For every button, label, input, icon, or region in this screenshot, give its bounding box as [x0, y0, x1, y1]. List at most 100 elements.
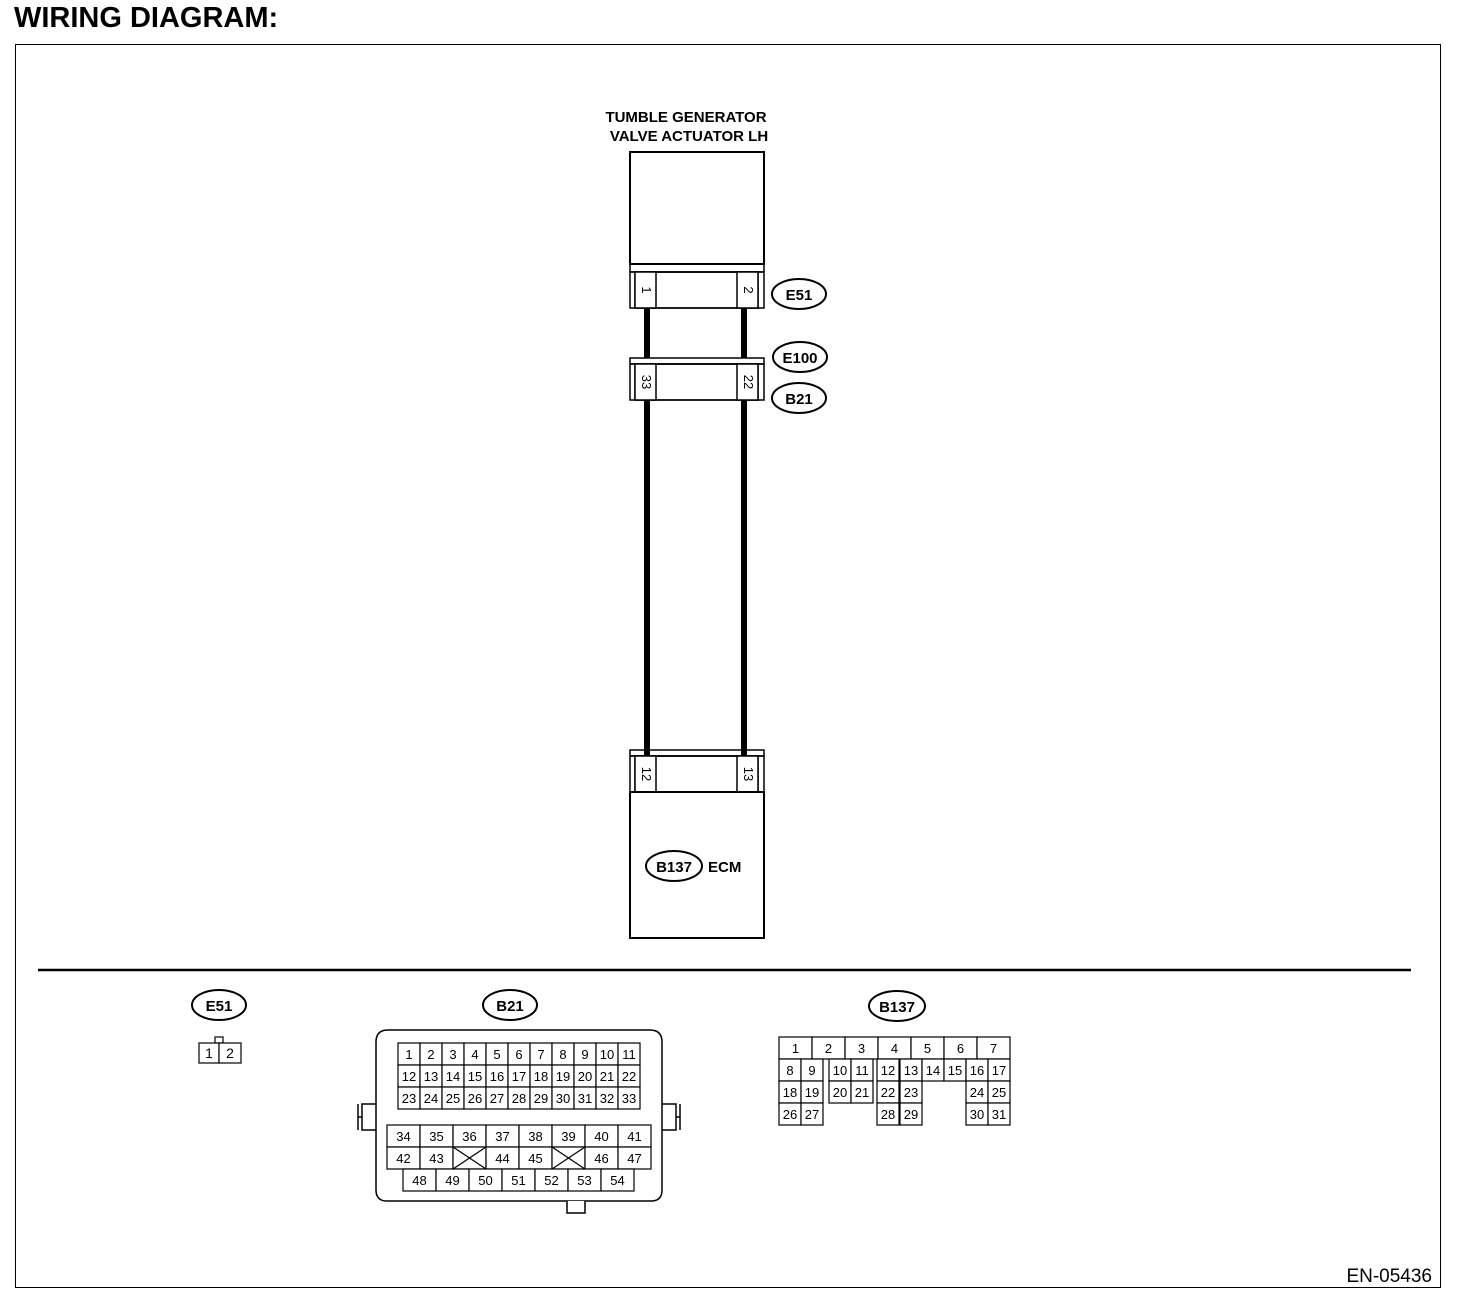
b137-pin-number: 7	[990, 1041, 997, 1056]
b137-pin-cell	[800, 1102, 824, 1126]
b137-badge	[645, 850, 703, 882]
b137-pin-number: 2	[825, 1041, 832, 1056]
b21-pin-left: 33	[639, 375, 654, 389]
b137-pin-number: 24	[970, 1085, 984, 1100]
b21-pin-cell	[617, 1086, 641, 1110]
b21-pin-number: 39	[561, 1129, 575, 1144]
b137-pin-left: 12	[639, 767, 654, 781]
b137-pin-number: 6	[957, 1041, 964, 1056]
b21-pin-number: 24	[424, 1091, 438, 1106]
b21-pin-number: 35	[429, 1129, 443, 1144]
b21-pin-number: 12	[402, 1069, 416, 1084]
b137-pin-number: 5	[924, 1041, 931, 1056]
pinout-e51-pin: 1	[205, 1045, 213, 1061]
e51-pin-left: 1	[639, 286, 654, 293]
b21-pin-number: 1	[405, 1047, 412, 1062]
pinout-e51: E51 1 2	[191, 989, 247, 1064]
document-code: EN-05436	[1346, 1266, 1432, 1287]
b21-pin-cell	[600, 1168, 635, 1192]
b21-pin-number: 42	[396, 1151, 410, 1166]
b137-pin-right: 13	[741, 767, 756, 781]
b21-pin-number: 13	[424, 1069, 438, 1084]
b137-pin-number: 18	[783, 1085, 797, 1100]
b137-pin-number: 15	[948, 1063, 962, 1078]
b21-pin-number: 19	[556, 1069, 570, 1084]
b137-pin-number: 14	[926, 1063, 940, 1078]
b21-pin-number: 36	[462, 1129, 476, 1144]
b137-pin-number: 10	[833, 1063, 847, 1078]
b21-pin-number: 6	[515, 1047, 522, 1062]
b21-pin-number: 2	[427, 1047, 434, 1062]
b21-pin-number: 28	[512, 1091, 526, 1106]
b21-pin-number: 31	[578, 1091, 592, 1106]
b21-pin-number: 54	[610, 1173, 624, 1188]
b21-pin-number: 25	[446, 1091, 460, 1106]
b137-pin-number: 30	[970, 1107, 984, 1122]
connector-e51: 1 2	[629, 263, 765, 309]
b137-pin-cell	[850, 1080, 874, 1104]
b21-pin-number: 4	[471, 1047, 478, 1062]
b21-pin-number: 14	[446, 1069, 460, 1084]
b21-pin-number: 15	[468, 1069, 482, 1084]
b21-pin-number: 27	[490, 1091, 504, 1106]
b21-pin-number: 45	[528, 1151, 542, 1166]
b137-pin-number: 3	[858, 1041, 865, 1056]
b21-pin-number: 53	[577, 1173, 591, 1188]
pinout-b21-label: B21	[496, 998, 524, 1015]
b21-pin-number: 26	[468, 1091, 482, 1106]
b21-pin-number: 23	[402, 1091, 416, 1106]
b137-pin-number: 26	[783, 1107, 797, 1122]
b137-pin-cell	[899, 1102, 923, 1126]
b137-pin-number: 12	[881, 1063, 895, 1078]
b21-pin-number: 43	[429, 1151, 443, 1166]
b137-pin-number: 25	[992, 1085, 1006, 1100]
ecm-box	[629, 791, 765, 939]
b21-pin-number: 18	[534, 1069, 548, 1084]
b21-pin-number: 16	[490, 1069, 504, 1084]
e51-pin-right: 2	[741, 286, 756, 293]
b21-pin-number: 47	[627, 1151, 641, 1166]
actuator-box	[629, 151, 765, 265]
b137-pin-number: 29	[904, 1107, 918, 1122]
ecm-label: ECM	[708, 859, 741, 876]
b137-pin-number: 13	[904, 1063, 918, 1078]
b21-pin-number: 11	[622, 1047, 636, 1062]
b21-pin-number: 41	[627, 1129, 641, 1144]
b137-pin-number: 17	[992, 1063, 1006, 1078]
b21-pin-number: 3	[449, 1047, 456, 1062]
b137-pin-number: 9	[808, 1063, 815, 1078]
connector-b21: 33 22	[629, 357, 765, 401]
b21-pin-number: 10	[600, 1047, 614, 1062]
b21-pin-number: 34	[396, 1129, 410, 1144]
diagram-frame	[15, 44, 1441, 1288]
b21-pin-number: 44	[495, 1151, 509, 1166]
b21-pin-number: 5	[493, 1047, 500, 1062]
unused-pin-cross	[551, 1146, 586, 1170]
b21-pin-number: 9	[581, 1047, 588, 1062]
b21-pin-number: 38	[528, 1129, 542, 1144]
b21-pin-number: 46	[594, 1151, 608, 1166]
pinout-b137-label: B137	[879, 999, 915, 1016]
b21-pin-number: 48	[412, 1173, 426, 1188]
b137-pin-number: 21	[855, 1085, 869, 1100]
b137-pin-number: 28	[881, 1107, 895, 1122]
b137-pin-cell	[987, 1102, 1011, 1126]
b21-pin-number: 33	[622, 1091, 636, 1106]
b137-pin-number: 8	[786, 1063, 793, 1078]
b21-pin-number: 51	[511, 1173, 525, 1188]
b21-pin-number: 49	[445, 1173, 459, 1188]
b21-pin-number: 20	[578, 1069, 592, 1084]
b21-pin-number: 50	[478, 1173, 492, 1188]
e51-badge	[771, 278, 827, 310]
b21-badge	[771, 382, 827, 414]
b21-pin-number: 8	[559, 1047, 566, 1062]
b137-pin-number: 19	[805, 1085, 819, 1100]
b137-pin-number: 16	[970, 1063, 984, 1078]
b21-pin-number: 29	[534, 1091, 548, 1106]
b21-label: B21	[785, 391, 813, 408]
